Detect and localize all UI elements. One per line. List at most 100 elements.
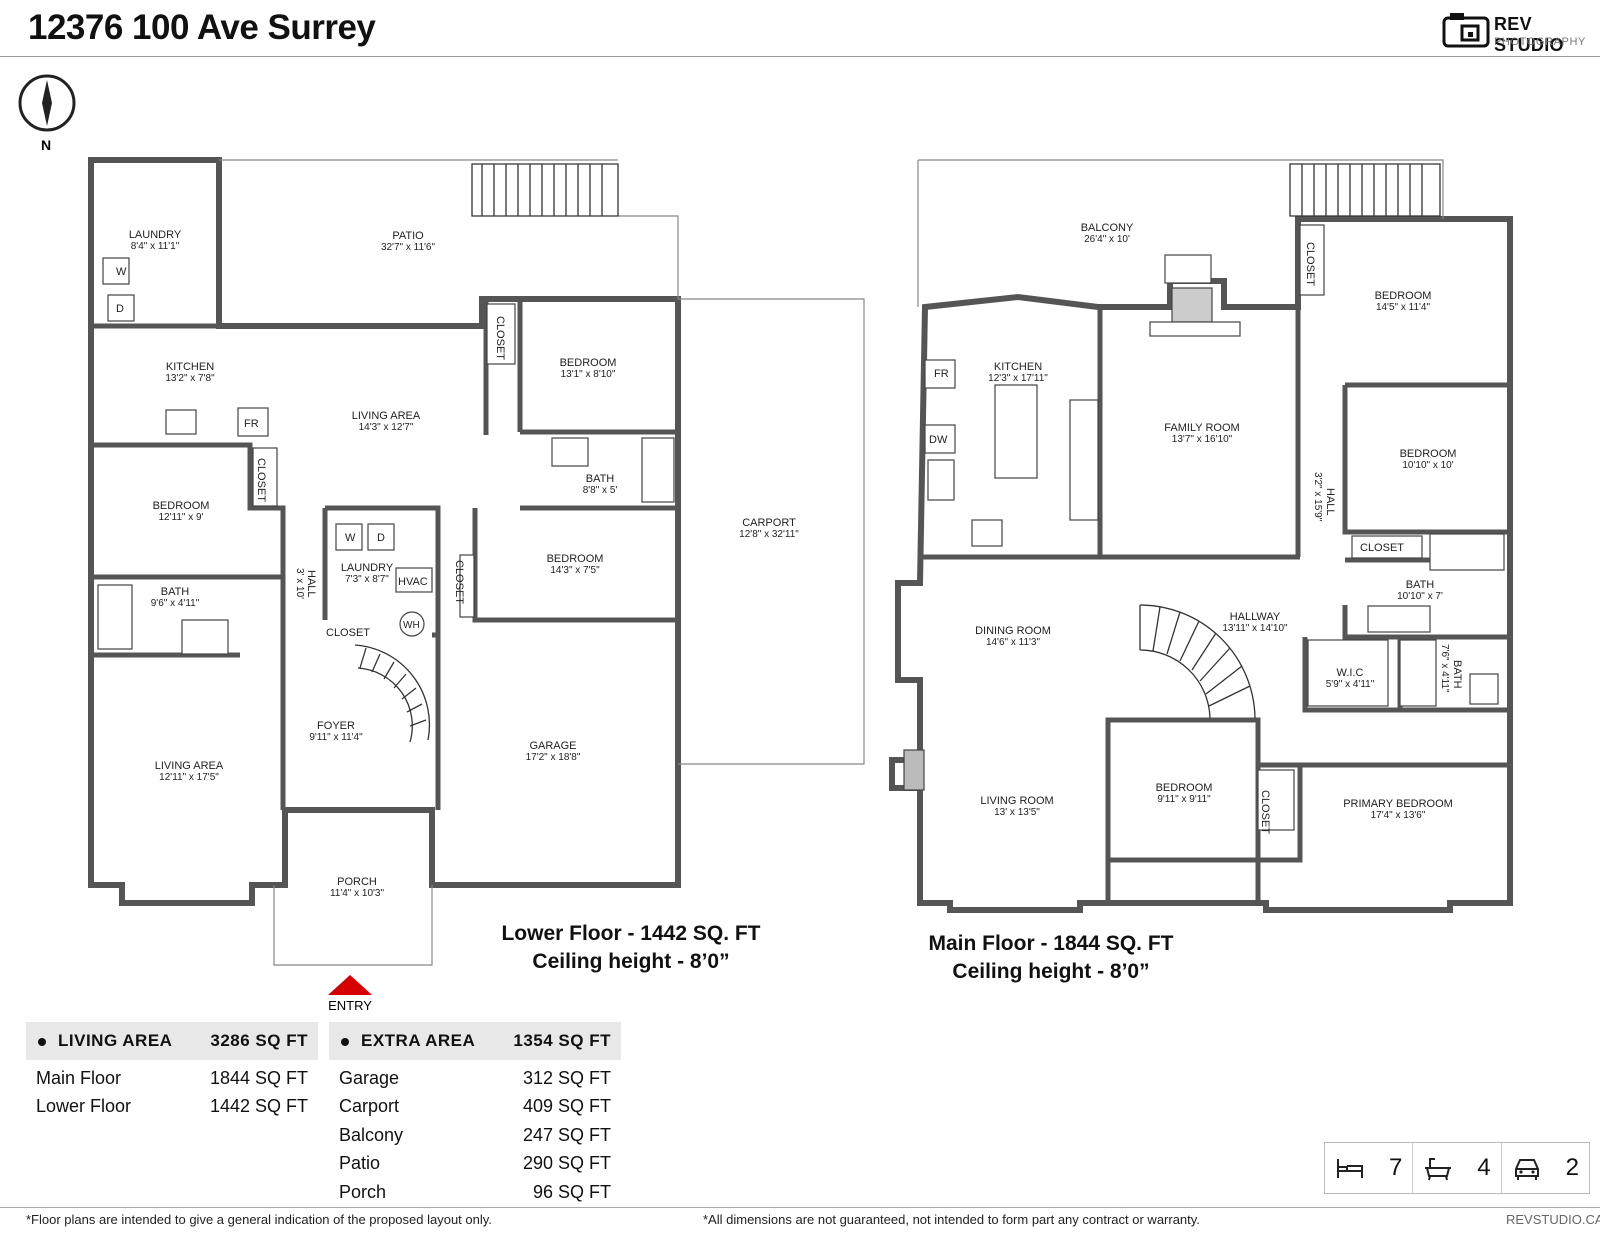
room-name: LIVING AREA — [352, 410, 421, 422]
baths-count: 4 — [1477, 1154, 1491, 1181]
table-row: Patio 290 SQ FT — [329, 1150, 621, 1179]
row-label: Lower Floor — [36, 1096, 132, 1117]
room-dim: 10'10" x 10' — [1402, 460, 1453, 471]
room-dim: 12'3" x 17'11" — [988, 373, 1048, 384]
main-staircase — [1139, 163, 1441, 719]
room-dim: 7'6" x 4'11" — [1439, 644, 1450, 693]
room-dim: 3'2" x 15'9" — [1312, 472, 1323, 522]
logo-title: REV STUDIO — [1494, 14, 1564, 55]
w-label: W — [116, 266, 127, 278]
property-stats: 7 4 2 — [1324, 1142, 1590, 1194]
room-dim: 10'10" x 7' — [1397, 591, 1443, 602]
lower-staircase — [354, 163, 619, 743]
entry-arrow-icon — [328, 975, 372, 995]
header-divider — [0, 56, 1600, 57]
room-dim: 9'6" x 4'11" — [151, 598, 200, 609]
room-name: BEDROOM — [560, 357, 617, 369]
main-room-labels: BALCONY 26'4" x 10' KITCHEN 12'3" x 17'1… — [975, 222, 1463, 821]
room-dim: 12'11" x 17'5" — [159, 772, 219, 783]
room-dim: 26'4" x 10' — [1084, 234, 1130, 245]
room-name: CARPORT — [742, 517, 796, 529]
bathtub-icon — [1425, 1158, 1452, 1181]
room-name: BATH — [1451, 660, 1463, 689]
row-value: 312 SQ FT — [522, 1067, 611, 1088]
lower-floor-ceiling: Ceiling height - 8’0” — [532, 950, 730, 973]
car-icon — [1514, 1159, 1539, 1180]
room-name: BATH — [586, 473, 615, 485]
table-row: Porch 96 SQ FT — [329, 1178, 621, 1207]
beds-stat: 7 — [1325, 1143, 1414, 1193]
row-value: 409 SQ FT — [522, 1096, 611, 1117]
baths-stat: 4 — [1413, 1143, 1502, 1193]
w-label-2: W — [345, 532, 356, 544]
d-label-2: D — [377, 532, 385, 544]
room-dim: 8'8" x 5' — [583, 485, 618, 496]
closet-label: CLOSET — [326, 627, 370, 639]
room-name: BEDROOM — [1156, 782, 1213, 794]
footer-disclaimer-center: *All dimensions are not guaranteed, not … — [703, 1212, 1200, 1227]
room-name: W.I.C — [1337, 667, 1364, 679]
room-name: DINING ROOM — [975, 625, 1051, 637]
lower-floor-area: Lower Floor - 1442 SQ. FT — [501, 922, 761, 945]
closet-label-3: CLOSET — [453, 560, 465, 604]
table-row: Lower Floor 1442 SQ FT — [26, 1093, 318, 1122]
room-dim: 13'2" x 7'8" — [165, 373, 215, 384]
closet-label-2: CLOSET — [255, 458, 267, 502]
room-name: FOYER — [317, 720, 355, 732]
table-row: Balcony 247 SQ FT — [329, 1121, 621, 1150]
closet-label-main-3: CLOSET — [1304, 242, 1316, 286]
room-name: HALL — [305, 570, 317, 598]
room-dim: 12'8" x 32'11" — [739, 529, 799, 540]
room-name: LAUNDRY — [341, 562, 394, 574]
logo-subtitle: PHOTOGRAPHY — [1494, 36, 1586, 48]
room-dim: 14'3" x 12'7" — [359, 422, 414, 433]
room-dim: 17'4" x 13'6" — [1371, 810, 1426, 821]
lower-floor-caption: Lower Floor - 1442 SQ. FT Ceiling height… — [486, 920, 776, 976]
living-area-header: LIVING AREA 3286 SQ FT — [26, 1022, 318, 1060]
lower-room-labels: LAUNDRY 8'4" x 11'1" PATIO 32'7" x 11'6"… — [129, 229, 799, 899]
fr-label-main: FR — [934, 368, 949, 380]
main-fixtures — [903, 224, 1505, 831]
row-label: Main Floor — [36, 1067, 122, 1088]
footer-disclaimer-left: *Floor plans are intended to give a gene… — [26, 1212, 492, 1227]
beds-count: 7 — [1388, 1154, 1403, 1181]
footer-divider — [0, 1207, 1600, 1208]
room-name: BEDROOM — [153, 500, 210, 512]
brand-logo: REV STUDIO PHOTOGRAPHY — [1442, 10, 1592, 55]
closet-label-main: CLOSET — [1360, 542, 1404, 554]
table-row: Carport 409 SQ FT — [329, 1093, 621, 1122]
room-name: LIVING AREA — [155, 760, 224, 772]
d-label: D — [116, 303, 124, 315]
main-floor-caption: Main Floor - 1844 SQ. FT Ceiling height … — [906, 930, 1196, 986]
room-name: PORCH — [337, 876, 377, 888]
closet-label-4: CLOSET — [494, 316, 506, 360]
compass-icon: N — [18, 74, 76, 153]
bullet-icon — [341, 1037, 349, 1046]
table-row: Main Floor 1844 SQ FT — [26, 1064, 318, 1093]
row-label: Balcony — [339, 1124, 404, 1145]
page-title: 12376 100 Ave Surrey — [28, 8, 376, 47]
floor-plans: N — [18, 74, 1513, 1010]
lower-floor-plan — [88, 157, 865, 966]
row-value: 290 SQ FT — [522, 1153, 611, 1174]
dw-label: DW — [929, 434, 948, 446]
main-floor-ceiling: Ceiling height - 8’0” — [952, 960, 1150, 983]
footer-website: REVSTUDIO.CA — [1506, 1212, 1600, 1227]
compass-label: N — [41, 137, 51, 153]
garage-stat: 2 — [1502, 1143, 1589, 1193]
extra-area-header: EXTRA AREA 1354 SQ FT — [329, 1022, 621, 1060]
room-name: BEDROOM — [547, 553, 604, 565]
room-dim: 32'7" x 11'6" — [381, 242, 436, 253]
lower-fixtures — [97, 257, 675, 655]
row-label: Carport — [339, 1096, 400, 1117]
fr-label: FR — [244, 418, 259, 430]
table-row: Garage 312 SQ FT — [329, 1064, 621, 1093]
room-name: BEDROOM — [1400, 448, 1457, 460]
main-floor-area: Main Floor - 1844 SQ. FT — [928, 932, 1174, 955]
room-dim: 14'3" x 7'5" — [550, 565, 600, 576]
row-label: Garage — [339, 1067, 400, 1088]
extra-area-table: EXTRA AREA 1354 SQ FT Garage 312 SQ FT C… — [329, 1022, 621, 1207]
garage-count: 2 — [1565, 1154, 1579, 1181]
room-name: BATH — [1406, 579, 1435, 591]
room-name: HALLWAY — [1230, 611, 1281, 623]
